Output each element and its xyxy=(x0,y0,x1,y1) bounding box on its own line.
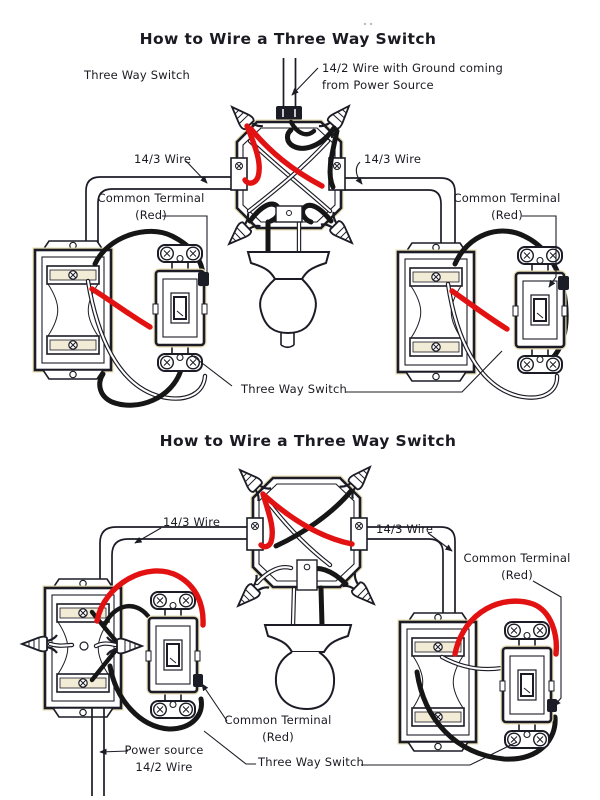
switch-assembly-left xyxy=(20,568,206,796)
light-fixture xyxy=(263,624,353,711)
label-power-feed: 14/2 Wire with Ground coming from Power … xyxy=(322,61,503,92)
label-14-3-wire-right-2: 14/3 Wire xyxy=(376,522,434,536)
toggle-switch xyxy=(500,622,554,748)
label-common-terminal-right-1: Common Terminal (Red) xyxy=(453,191,561,222)
diagram2-leader-lines xyxy=(99,527,562,766)
light-bulb xyxy=(259,278,317,335)
diagram2-title: How to Wire a Three Way Switch xyxy=(159,432,457,450)
label-three-way-switch-bottom-2: Three Way Switch xyxy=(258,755,364,769)
label-common-terminal-right-2: Common Terminal (Red) xyxy=(463,551,571,582)
light-fixture xyxy=(246,251,331,349)
electrical-box xyxy=(398,243,474,381)
scan-artifact-dots xyxy=(363,22,373,26)
toggle-switch xyxy=(513,247,567,373)
label-common-terminal-center-2: Common Terminal (Red) xyxy=(224,713,332,744)
label-14-3-wire-right-1: 14/3 Wire xyxy=(364,152,422,166)
switch-assembly-left xyxy=(35,228,209,408)
common-terminal-screw xyxy=(547,699,557,712)
common-terminal-screw xyxy=(558,276,569,290)
cable-14-3-right xyxy=(360,526,456,621)
cable-14-3-left xyxy=(99,526,253,587)
label-14-3-wire-left-2: 14/3 Wire xyxy=(163,515,221,529)
switch-assembly-right xyxy=(400,598,560,762)
label-14-3-wire-left-1: 14/3 Wire xyxy=(134,152,192,166)
label-power-source: Power source 14/2 Wire xyxy=(124,743,204,774)
cable-14-3-right xyxy=(341,177,456,253)
diagram1-artwork xyxy=(35,58,569,408)
light-bulb xyxy=(274,651,336,711)
ceiling-junction-box xyxy=(230,459,382,628)
diagram1-title: How to Wire a Three Way Switch xyxy=(139,30,437,48)
label-three-way-switch-bottom-1: Three Way Switch xyxy=(241,382,347,396)
diagram2-artwork xyxy=(20,459,562,796)
power-feed-cable xyxy=(276,58,302,122)
common-terminal-screw xyxy=(193,674,203,687)
cable-14-3-left xyxy=(85,176,237,251)
label-three-way-switch-top-left: Three Way Switch xyxy=(84,68,190,82)
label-common-terminal-left-1: Common Terminal (Red) xyxy=(97,191,205,222)
switch-assembly-right xyxy=(398,228,569,400)
toggle-switch xyxy=(146,592,200,718)
electrical-box xyxy=(35,241,111,379)
ceiling-junction-box xyxy=(221,98,360,255)
diagram1-leader-lines xyxy=(162,67,557,393)
